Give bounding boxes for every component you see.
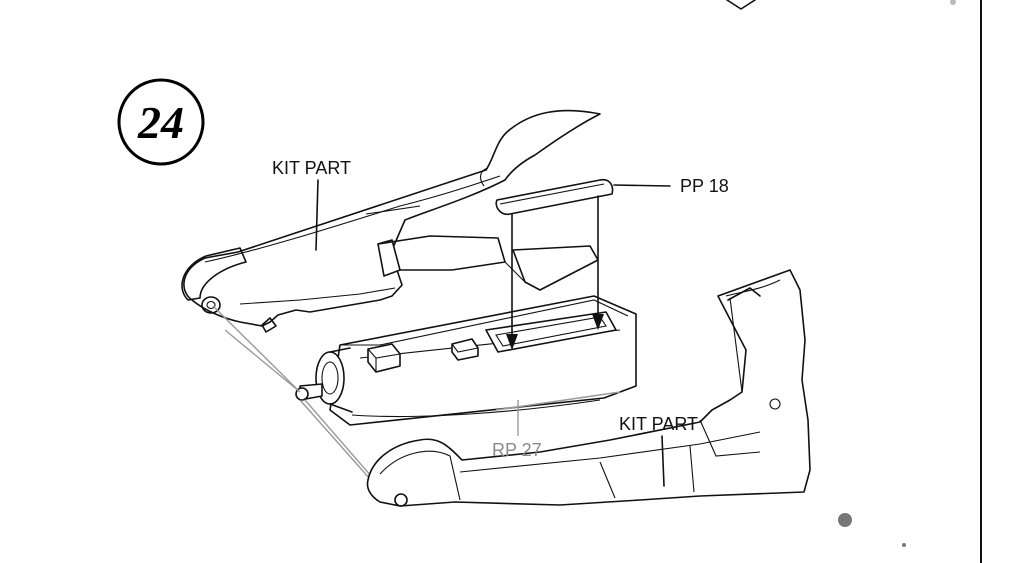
pp18-label: PP 18 xyxy=(680,176,729,196)
alignment-guide-lines xyxy=(212,305,393,501)
upper-nose-cover-part xyxy=(181,109,601,333)
canopy-kit-part-leader xyxy=(315,179,319,251)
pp18-part xyxy=(495,178,671,216)
canopy-inner-recess xyxy=(377,235,599,291)
lower-fuselage-part xyxy=(366,269,811,507)
pp18-leader-line xyxy=(613,184,671,187)
insert-arrows xyxy=(506,195,604,350)
corner-cube-icon xyxy=(726,0,756,10)
step-number: 24 xyxy=(137,97,184,148)
canopy-kit-part-label: KIT PART xyxy=(272,158,351,178)
step-number-badge: 24 xyxy=(117,78,205,166)
fuselage-kit-part-leader xyxy=(661,435,665,487)
gun-bay-insert-part xyxy=(295,295,637,426)
rp27-label: RP 27 xyxy=(492,440,542,460)
scan-specks xyxy=(838,0,956,547)
fuselage-kit-part-label: KIT PART xyxy=(619,414,698,434)
